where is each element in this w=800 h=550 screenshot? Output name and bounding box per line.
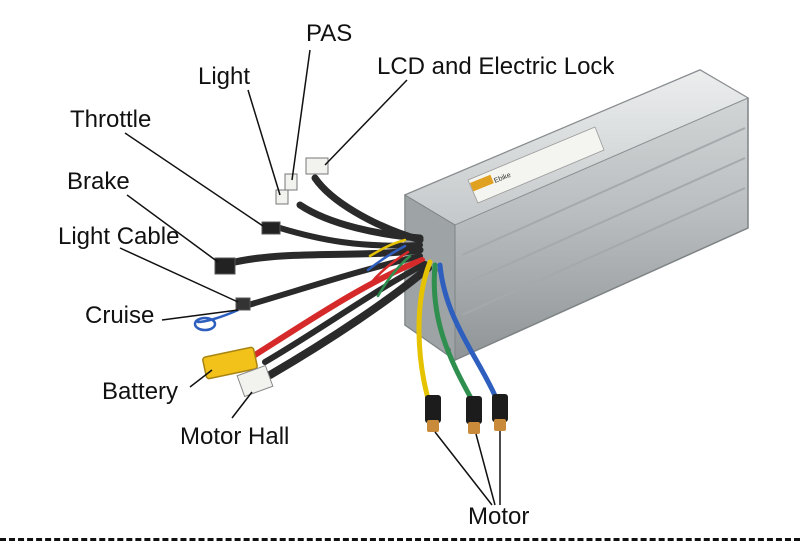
motor-bullet-connectors xyxy=(425,394,508,434)
label-light: Light xyxy=(198,63,251,90)
label-battery: Battery xyxy=(102,378,179,405)
throttle-connector xyxy=(261,221,281,235)
cables xyxy=(193,174,499,415)
light-connector xyxy=(275,189,289,205)
connectors xyxy=(202,157,508,434)
brake-connector xyxy=(214,257,236,275)
label-light-cable: Light Cable xyxy=(58,223,180,250)
label-cruise: Cruise xyxy=(85,302,155,329)
lcd-connector xyxy=(305,157,329,175)
bottom-dashed-divider xyxy=(0,538,800,541)
battery-connector xyxy=(202,346,258,380)
label-lcd-and-electric-lock: LCD and Electric Lock xyxy=(377,53,615,80)
label-motor-hall: Motor Hall xyxy=(180,423,290,450)
label-brake: Brake xyxy=(67,168,130,195)
light-cable-connector xyxy=(235,297,251,311)
motor-hall-connector xyxy=(236,364,274,398)
label-motor: Motor xyxy=(468,503,530,530)
label-throttle: Throttle xyxy=(70,106,152,133)
controller-box: Ebike xyxy=(403,69,750,361)
leader-lines xyxy=(119,49,501,506)
label-pas: PAS xyxy=(306,20,353,47)
pas-connector xyxy=(284,173,298,191)
